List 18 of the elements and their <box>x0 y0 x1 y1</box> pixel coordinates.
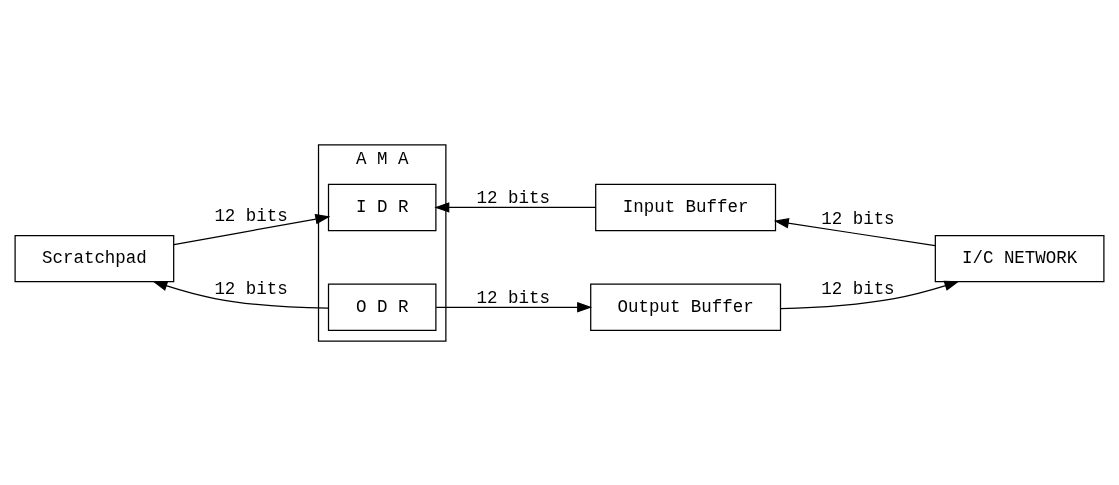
edge-label: 12 bits <box>214 205 288 226</box>
arrow <box>435 301 593 313</box>
edge-label: 12 bits <box>476 287 550 308</box>
node-box: Input Buffer <box>595 183 777 231</box>
edge-label: 12 bits <box>821 278 895 299</box>
node-box: Output Buffer <box>590 283 782 331</box>
arrow <box>173 213 331 245</box>
edge-label: 12 bits <box>476 187 550 208</box>
node-box: I D R <box>327 183 437 231</box>
arrow <box>152 280 329 309</box>
arrow <box>780 280 960 309</box>
edge-label: 12 bits <box>821 208 895 229</box>
node-box: Scratchpad <box>14 234 175 282</box>
arrow <box>434 201 597 213</box>
edge-label: 12 bits <box>214 278 288 299</box>
arrow <box>773 217 936 246</box>
node-box: O D R <box>327 283 437 331</box>
node-box: I/C NETWORK <box>934 234 1105 282</box>
